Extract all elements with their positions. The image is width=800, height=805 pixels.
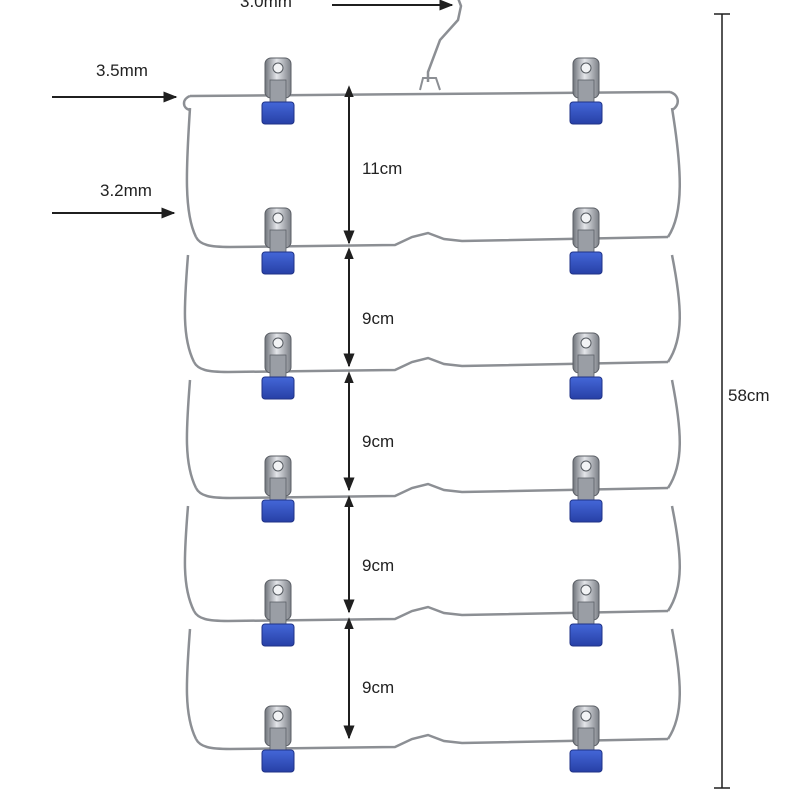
trouser-clip — [261, 57, 295, 125]
clip-blue-pad — [261, 623, 295, 647]
tier-frame — [183, 254, 681, 374]
trouser-clip — [569, 57, 603, 125]
top-wire-label: 3.5mm — [96, 61, 148, 80]
clip-jaw — [269, 79, 287, 103]
clip-blue-pad — [261, 101, 295, 125]
clip-rivet — [272, 460, 284, 472]
tier-left-side — [183, 254, 196, 363]
clip-blue-pad — [261, 749, 295, 773]
clip-blue-pad — [569, 499, 603, 523]
trouser-clip — [569, 332, 603, 400]
clip-rivet — [580, 62, 592, 74]
tier-frame — [185, 107, 681, 249]
trouser-clip — [261, 332, 295, 400]
trouser-clip — [569, 455, 603, 523]
tier-bottom-bar — [192, 356, 669, 374]
tier-bottom-bar — [192, 605, 669, 623]
clip-blue-pad — [569, 749, 603, 773]
total-height-label: 58cm — [728, 386, 770, 405]
clip-blue-pad — [569, 101, 603, 125]
tier-left-side — [183, 505, 196, 612]
clip-jaw — [577, 601, 595, 625]
top-left-curl — [182, 94, 191, 112]
trouser-clip — [261, 455, 295, 523]
clip-jaw — [577, 354, 595, 378]
hanger-tiers — [183, 107, 681, 751]
tier-right-side — [666, 379, 681, 489]
tier-3-gap-label: 9cm — [362, 432, 395, 451]
hanger-hook — [426, 0, 463, 82]
hanger-clips — [261, 57, 603, 773]
trouser-clip — [569, 579, 603, 647]
tier-left-side — [185, 107, 198, 238]
hook-base — [419, 77, 441, 91]
tier-right-side — [666, 505, 681, 612]
tier-bottom-bar — [194, 733, 669, 751]
tier-1-gap-label: 11cm — [362, 159, 403, 178]
clip-jaw — [269, 727, 287, 751]
clip-rivet — [580, 212, 592, 224]
clip-blue-pad — [569, 251, 603, 275]
tier-bottom-bar — [194, 231, 669, 249]
clip-rivet — [272, 62, 284, 74]
tier-right-side — [666, 107, 681, 238]
tier-right-side — [666, 628, 681, 740]
tier-left-side — [185, 379, 198, 489]
clip-rivet — [580, 337, 592, 349]
tier-5-gap-label: 9cm — [362, 678, 395, 697]
tier-frame — [185, 379, 681, 500]
clip-rivet — [272, 337, 284, 349]
clip-jaw — [269, 229, 287, 253]
trouser-clip — [261, 579, 295, 647]
clip-rivet — [580, 460, 592, 472]
clip-blue-pad — [569, 623, 603, 647]
clip-rivet — [272, 710, 284, 722]
clip-jaw — [577, 229, 595, 253]
trouser-clip — [569, 705, 603, 773]
clip-blue-pad — [261, 376, 295, 400]
clip-jaw — [577, 727, 595, 751]
tier-frame — [185, 628, 681, 751]
clip-blue-pad — [569, 376, 603, 400]
tier-frame — [183, 505, 681, 623]
tier-left-side — [185, 628, 198, 740]
tier-bottom-bar — [194, 482, 669, 500]
clip-rivet — [580, 710, 592, 722]
trouser-clip — [261, 705, 295, 773]
tier-right-side — [666, 254, 681, 363]
clip-jaw — [269, 354, 287, 378]
clip-blue-pad — [261, 499, 295, 523]
clip-jaw — [269, 477, 287, 501]
frame-wire-label: 3.2mm — [100, 181, 152, 200]
clip-jaw — [269, 601, 287, 625]
clip-jaw — [577, 477, 595, 501]
clip-rivet — [272, 584, 284, 596]
clip-blue-pad — [261, 251, 295, 275]
trouser-clip — [261, 207, 295, 275]
clip-rivet — [580, 584, 592, 596]
tier-4-gap-label: 9cm — [362, 556, 395, 575]
trouser-clip — [569, 207, 603, 275]
hook-wire-label: 3.0mm — [240, 0, 292, 11]
tier-2-gap-label: 9cm — [362, 309, 395, 328]
clip-rivet — [272, 212, 284, 224]
clip-jaw — [577, 79, 595, 103]
top-right-curl — [669, 90, 679, 112]
